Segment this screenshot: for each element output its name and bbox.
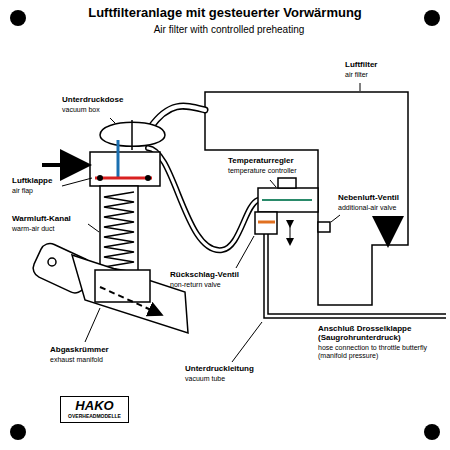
part-label: Luftklappe [12, 176, 52, 185]
part-label: Nebenluft-Ventil [338, 193, 399, 202]
part-label: Abgaskrümmer [50, 345, 109, 354]
part-label-english: non-return valve [170, 281, 221, 289]
hose [150, 106, 205, 128]
air-flow-arrow [388, 217, 389, 240]
hose [148, 106, 258, 250]
part-label-english: vacuum box [62, 106, 100, 114]
part-label: Anschluß Drosselklappe (Saugrohrunterdru… [318, 324, 443, 342]
intake-snout [90, 152, 160, 186]
gas-flow-arrow [100, 287, 160, 314]
exhaust-manifold [30, 240, 188, 333]
vacuum-line [264, 234, 446, 318]
leader-line [331, 215, 340, 222]
part-label: Luftfilter [345, 60, 377, 69]
temperature-controller [258, 178, 318, 212]
leader-line [85, 308, 100, 342]
part-label-english: vacuum tube [185, 375, 225, 383]
temperature-controller [262, 199, 312, 201]
part-label: Temperaturregler [228, 156, 294, 165]
vacuum-line [268, 234, 446, 314]
corner-dot [10, 10, 26, 26]
part-label-english: hose connection to throttle butterfly (m… [318, 344, 443, 360]
intake-snout [90, 152, 160, 186]
corner-dot [10, 424, 26, 440]
part-label: Rückschlag-Ventil [170, 270, 239, 279]
non-return-valve [255, 212, 277, 234]
air-flap [95, 177, 152, 180]
temperature-controller [278, 178, 296, 188]
part-label-english: air filter [345, 71, 368, 79]
non-return-valve [255, 212, 277, 234]
part-label: Unterdruckleitung [185, 364, 254, 373]
linkage-rod [117, 140, 120, 178]
leader-line [232, 322, 262, 362]
air-flap [97, 175, 103, 181]
additional-air-valve [318, 222, 330, 232]
exhaust-manifold [48, 258, 56, 266]
leader-line [62, 178, 92, 186]
inlet-arrow [42, 165, 84, 166]
part-label-english: exhaust manifold [50, 356, 103, 364]
leader-line [88, 224, 99, 232]
leader-line [62, 83, 360, 362]
logo-subtext: OVERHEADMODELLE [64, 414, 125, 420]
subtitle: Air filter with controlled preheating [4, 24, 450, 36]
inlet-arrow [42, 163, 84, 167]
leader-line [110, 118, 115, 123]
corner-dot [424, 424, 440, 440]
title: Luftfilteranlage mit gesteuerter Vorwärm… [0, 6, 450, 21]
warm-air-duct [100, 186, 138, 276]
leader-line [360, 83, 361, 91]
leader-line [270, 180, 276, 187]
exhaust-manifold [72, 255, 188, 333]
additional-air-valve [318, 222, 330, 232]
non-return-valve [258, 221, 275, 224]
linkage-rod [118, 140, 119, 178]
vacuum-box [131, 120, 133, 150]
corner-dot [10, 10, 440, 440]
air-flap [95, 175, 152, 181]
hose [150, 106, 205, 128]
leader-line [236, 236, 254, 268]
air-flap [145, 175, 151, 181]
part-label-english: temperature controller [228, 167, 296, 175]
movement-arrow [290, 226, 291, 244]
vacuum-line [264, 234, 446, 318]
part-label-english: warm-air duct [12, 225, 54, 233]
movement-arrow [290, 226, 291, 244]
gas-flow-arrow [100, 287, 160, 314]
logo-text: HAKO [64, 399, 125, 414]
part-label: Warmluft-Kanal [12, 214, 71, 223]
logo-box: HAKOOVERHEADMODELLE [60, 396, 129, 423]
warm-air-duct [104, 192, 134, 272]
vacuum-box [100, 120, 165, 150]
corner-dot [424, 10, 440, 26]
temperature-controller [258, 188, 318, 212]
part-label-english: air flap [12, 187, 33, 195]
part-label-english: additional-air valve [338, 204, 396, 212]
part-label: Unterdruckdose [62, 95, 123, 104]
warm-air-duct [100, 186, 138, 276]
air-flow-arrow [386, 217, 390, 240]
